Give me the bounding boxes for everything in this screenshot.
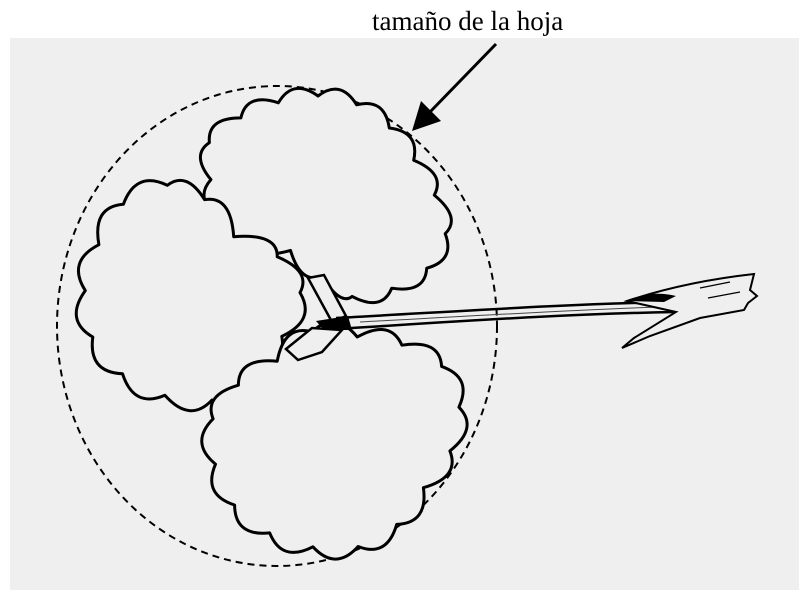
petiole-lower-edge xyxy=(335,310,677,331)
petiole-midline xyxy=(359,306,661,323)
stipule-hatching xyxy=(699,281,741,299)
petiole-base-upper xyxy=(306,273,348,324)
leaf-size-outline xyxy=(56,85,498,567)
stipule-shadow xyxy=(627,293,676,302)
petiole-joint xyxy=(316,316,352,330)
pointer-arrow-line xyxy=(427,42,498,115)
petiole-base-lower xyxy=(284,326,345,362)
pointer-arrow-head xyxy=(412,101,441,131)
lower-leaflet xyxy=(200,320,469,561)
leaf-size-label: tamaño de la hoja xyxy=(372,6,564,36)
petiole-upper-edge xyxy=(335,300,677,320)
stipule-cut-end xyxy=(621,272,759,349)
left-leaflet xyxy=(74,178,307,413)
